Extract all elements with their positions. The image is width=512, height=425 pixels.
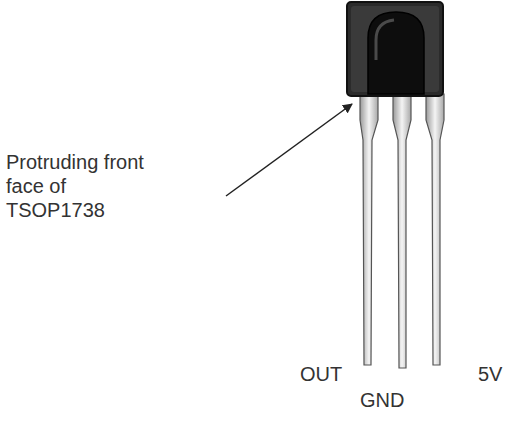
leader-arrow (226, 104, 352, 196)
pin-name: OUT (300, 362, 342, 386)
component-leads (360, 94, 444, 368)
callout-label: Protruding front face of TSOP1738 (6, 150, 146, 222)
pin-name: 5V (478, 362, 502, 386)
dome-highlight (376, 20, 394, 60)
component-body (347, 2, 443, 96)
protruding-dome (368, 12, 424, 94)
pin-name: GND (360, 388, 404, 412)
